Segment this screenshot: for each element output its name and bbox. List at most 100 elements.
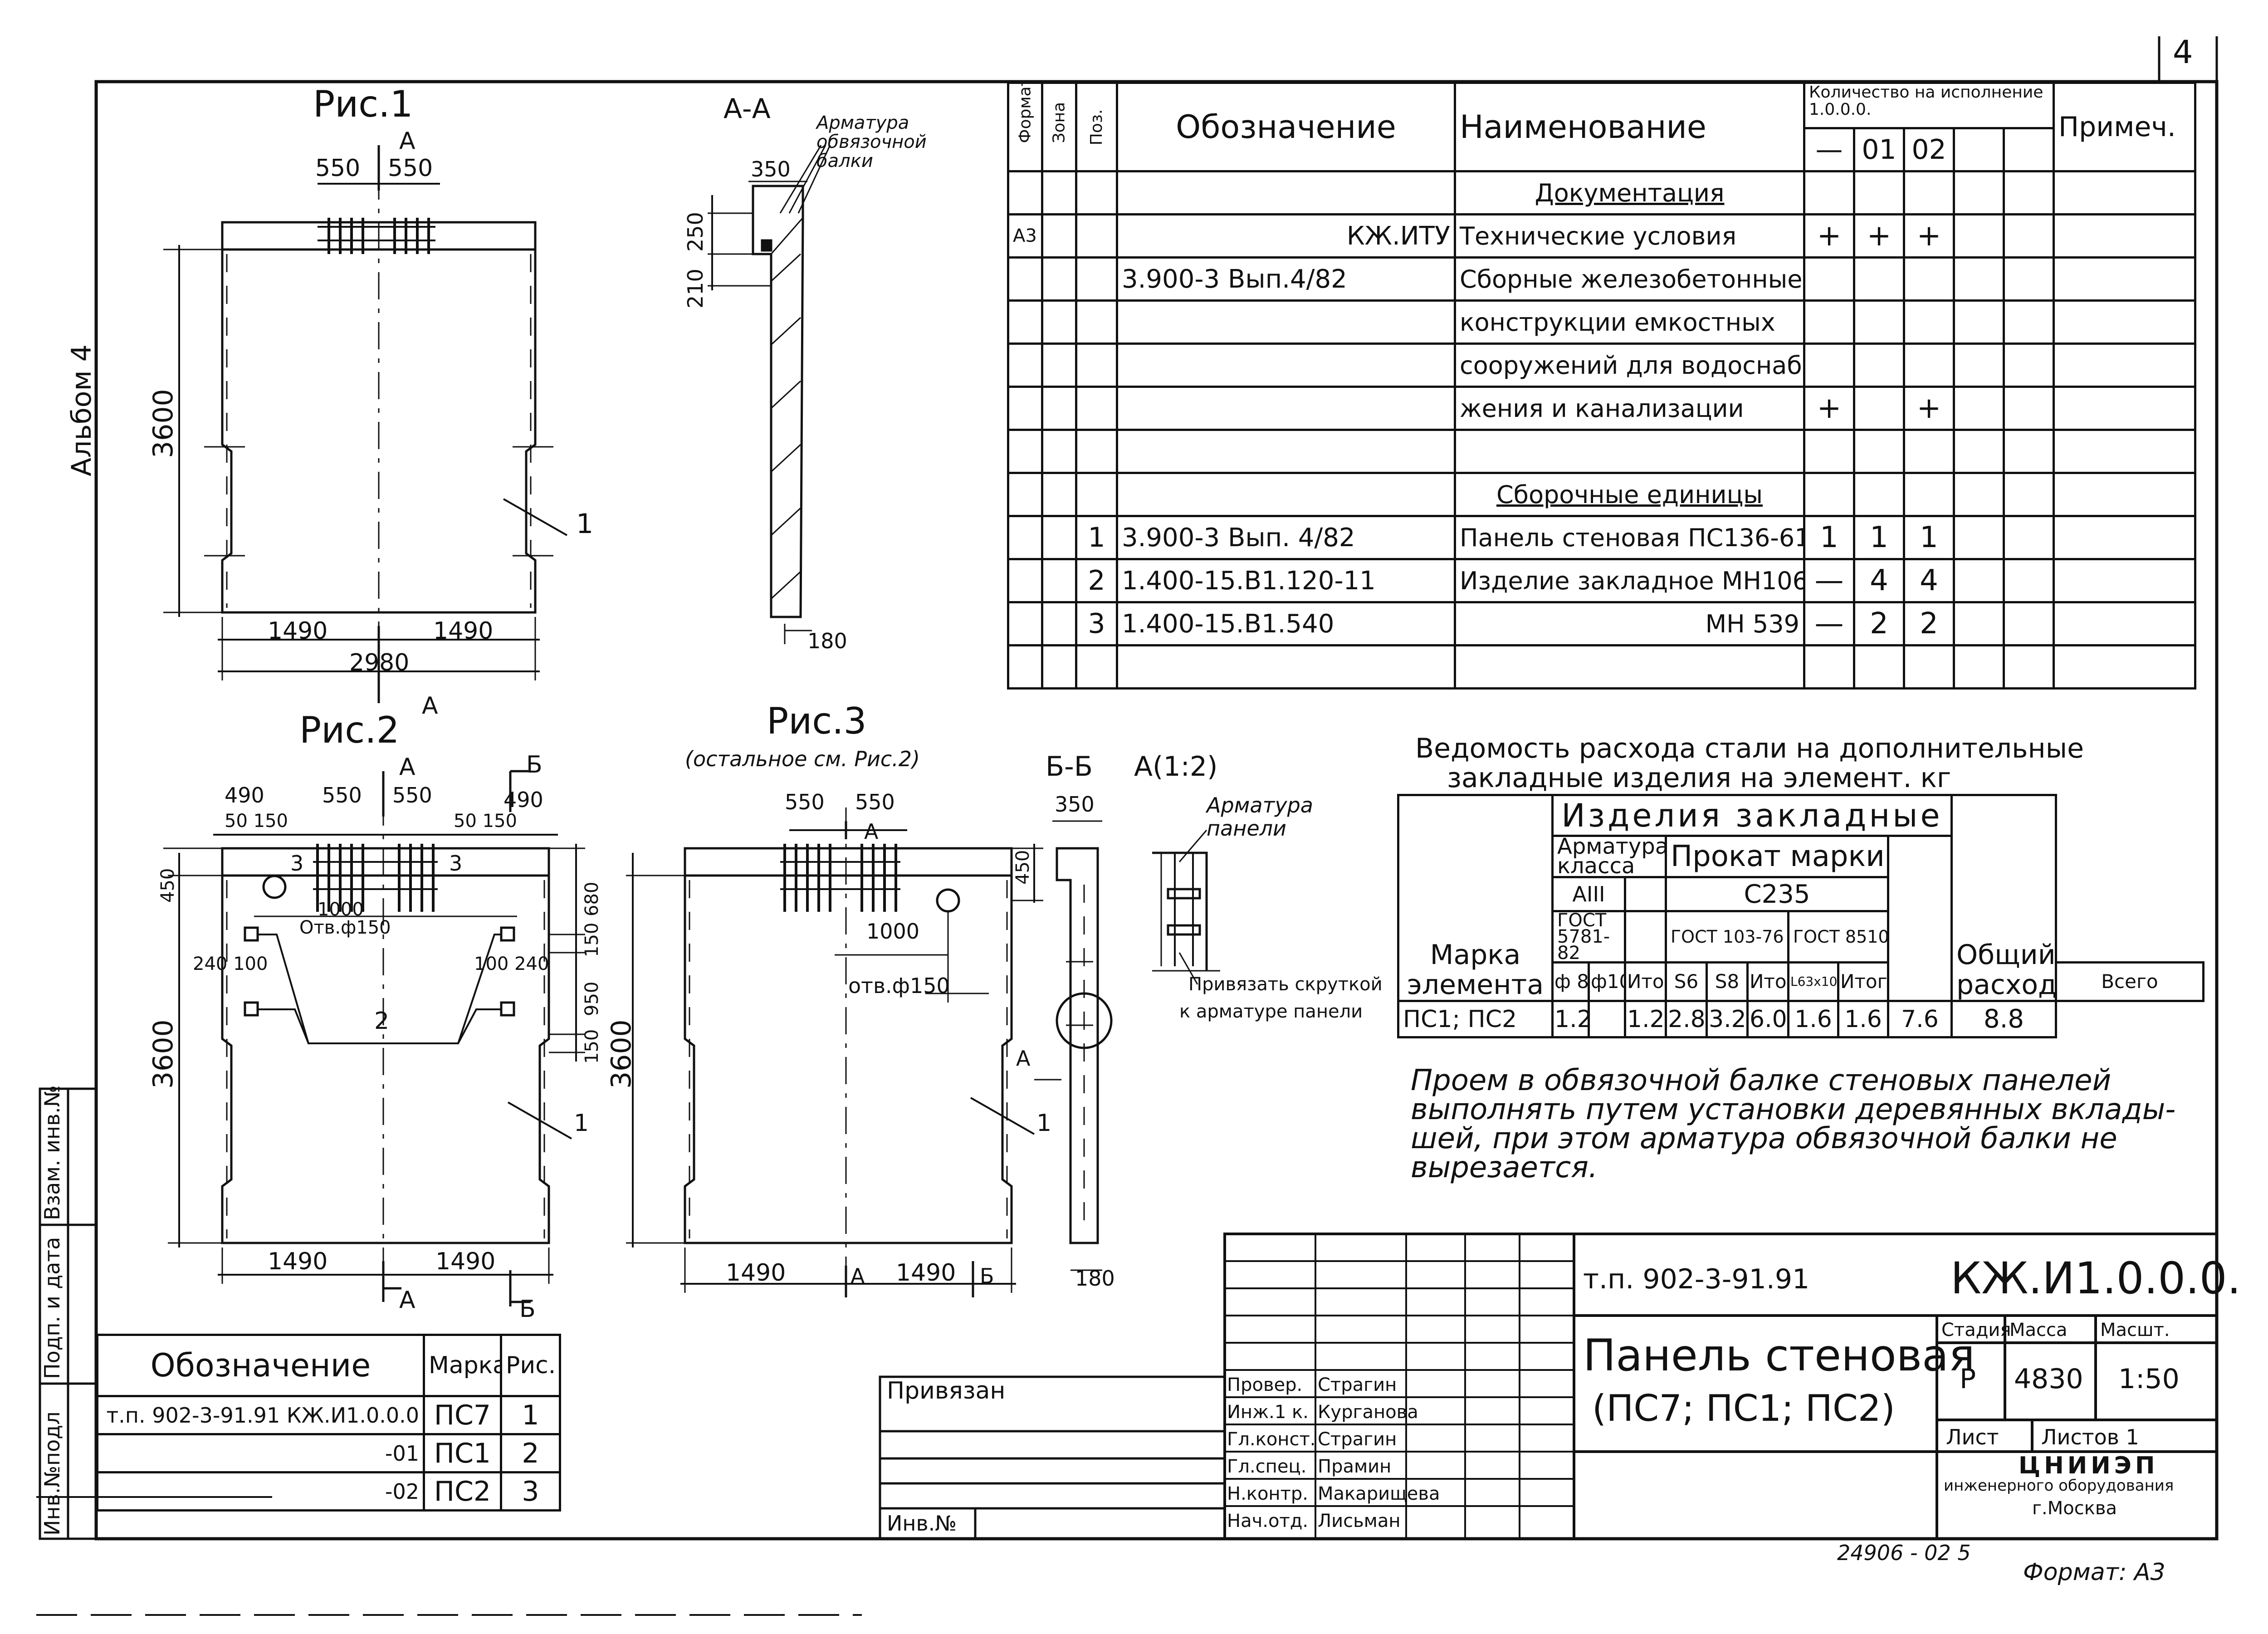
steel-col-header: Всего bbox=[2055, 961, 2204, 1003]
fig2-callout: 1 bbox=[574, 1110, 589, 1137]
spec-cell-qty: 2 bbox=[1853, 601, 1905, 646]
spec-cell-qty: 4 bbox=[1853, 558, 1905, 603]
spec-cell-qty bbox=[1953, 342, 2005, 388]
spec-cell-qty bbox=[1803, 299, 1855, 345]
steel-row-total: 8.8 bbox=[1950, 1000, 2057, 1039]
spec-cell-qty bbox=[1903, 256, 1955, 302]
sheet-number: 4 bbox=[2173, 34, 2193, 71]
spec-row: сооружений для водоснаб bbox=[1007, 342, 2197, 388]
fig3-callout: 1 bbox=[1036, 1110, 1052, 1137]
spec-cell-zone bbox=[1041, 601, 1077, 646]
steel-col-header: Итого bbox=[1624, 961, 1667, 1003]
note-line: вырезается. bbox=[1411, 1151, 1598, 1184]
spec-cell-note bbox=[2053, 601, 2197, 646]
steel-row-value: 2.8 bbox=[1665, 1000, 1708, 1039]
staff-name: Курганова bbox=[1318, 1402, 1418, 1423]
title-line2: (ПС7; ПС1; ПС2) bbox=[1592, 1387, 1895, 1429]
section-aa-title: А-А bbox=[723, 93, 771, 125]
fig2-dim-100-240: 100 240 bbox=[474, 954, 549, 974]
steel-group: Изделия закладные bbox=[1551, 794, 1953, 837]
fig1-section-mark-bottom: А bbox=[422, 692, 438, 719]
spec-cell-qty bbox=[1853, 256, 1905, 302]
fig3-dim-1000: 1000 bbox=[866, 919, 920, 944]
fig2-mark-a-top: А bbox=[399, 753, 415, 781]
steel-title-2: закладные изделия на элемент. кг bbox=[1447, 762, 1951, 794]
spec-row bbox=[1007, 644, 2197, 690]
fig1-callout: 1 bbox=[576, 508, 594, 540]
spec-cell-designation bbox=[1116, 644, 1456, 690]
spec-header-qty-title: Количество на исполнение 1.0.0.0. bbox=[1803, 82, 2055, 129]
spec-cell-format bbox=[1007, 256, 1043, 302]
fig2-label-3-left: 3 bbox=[290, 851, 304, 876]
fig3-dim-550-right: 550 bbox=[855, 790, 895, 814]
steel-row-mark: ПС1; ПС2 bbox=[1397, 1000, 1554, 1039]
staff-name: Макарищева bbox=[1318, 1483, 1440, 1504]
spec-cell-qty: + bbox=[1903, 213, 1955, 259]
spec-cell-designation: 1.400-15.В1.540 bbox=[1116, 601, 1456, 646]
spec-cell-qty bbox=[2002, 601, 2055, 646]
spec-cell-qty bbox=[1803, 256, 1855, 302]
spec-cell-zone bbox=[1041, 170, 1077, 215]
steel-rebar-class-blank bbox=[1624, 876, 1667, 913]
spec-header-pos: Поз. bbox=[1075, 82, 1118, 172]
section-bb-title: Б-Б bbox=[1046, 751, 1093, 783]
spec-cell-qty: 1 bbox=[1803, 515, 1855, 560]
steel-blank-all bbox=[1887, 834, 1953, 1003]
spec-cell-designation: 3.900-3 Вып. 4/82 bbox=[1116, 515, 1456, 560]
variants-cell-fig: 1 bbox=[500, 1395, 561, 1435]
steel-row-value: 6.0 bbox=[1746, 1000, 1789, 1039]
staff-name: Страгин bbox=[1318, 1375, 1397, 1395]
section-bb-dim-350: 350 bbox=[1055, 792, 1095, 817]
binding-inv: Инв.№ bbox=[887, 1511, 957, 1536]
spec-cell-format bbox=[1007, 170, 1043, 215]
spec-cell-zone bbox=[1041, 386, 1077, 431]
spec-cell-pos: 2 bbox=[1075, 558, 1118, 603]
spec-cell-qty bbox=[1953, 299, 2005, 345]
spec-cell-qty bbox=[1803, 644, 1855, 690]
spec-cell-format: А3 bbox=[1007, 213, 1043, 259]
fig2-dim-240-100: 240 100 bbox=[193, 954, 268, 974]
spec-row: жения и канализации++ bbox=[1007, 386, 2197, 431]
spec-cell-qty bbox=[1953, 515, 2005, 560]
spec-cell-pos bbox=[1075, 256, 1118, 302]
title-sheet: Лист bbox=[1946, 1425, 1999, 1449]
steel-col-header: ф10 bbox=[1588, 961, 1626, 1003]
staff-role: Провер. bbox=[1227, 1375, 1303, 1395]
variants-cell-fig: 2 bbox=[500, 1433, 561, 1473]
title-mass-header: Масса bbox=[2009, 1320, 2068, 1340]
spec-cell-name: Сборные железобетонные bbox=[1454, 256, 1805, 302]
steel-total-label: Общий расход bbox=[1950, 793, 2057, 1003]
spec-row: конструкции емкостных bbox=[1007, 299, 2197, 345]
spec-cell-qty bbox=[1953, 472, 2005, 517]
fig2-dim-490-left: 490 bbox=[225, 783, 264, 807]
spec-cell-note bbox=[2053, 256, 2197, 302]
spec-cell-pos bbox=[1075, 170, 1118, 215]
variants-header-mark: Марка bbox=[423, 1334, 502, 1397]
spec-cell-qty bbox=[2002, 299, 2055, 345]
spec-cell-qty bbox=[1853, 472, 1905, 517]
spec-cell-designation bbox=[1116, 170, 1456, 215]
spec-cell-pos bbox=[1075, 386, 1118, 431]
title-org-1: ЦНИИЭП bbox=[2019, 1452, 2159, 1479]
title-stage: Р bbox=[1960, 1363, 1976, 1395]
fig3-mark-b-bottom: Б bbox=[980, 1264, 994, 1288]
spec-cell-pos: 3 bbox=[1075, 601, 1118, 646]
section-bb-callout-a: А bbox=[1016, 1046, 1031, 1071]
spec-cell-qty: — bbox=[1803, 601, 1855, 646]
spec-cell-zone bbox=[1041, 644, 1077, 690]
steel-cols-row: ф 8ф10ИтогоS6S8ИтогоL63x100x6ИтогоВсего bbox=[1398, 961, 2204, 1003]
spec-header-zone: Зона bbox=[1041, 82, 1077, 172]
steel-row-value: 1.6 bbox=[1787, 1000, 1839, 1039]
variants-header-designation: Обозначение bbox=[96, 1334, 425, 1397]
spec-cell-qty: + bbox=[1903, 386, 1955, 431]
steel-row-value: 7.6 bbox=[1887, 1000, 1953, 1039]
spec-cell-qty: + bbox=[1803, 213, 1855, 259]
fig1-dim-top-right: 550 bbox=[388, 155, 433, 182]
staff-role: Гл.спец. bbox=[1227, 1456, 1307, 1477]
